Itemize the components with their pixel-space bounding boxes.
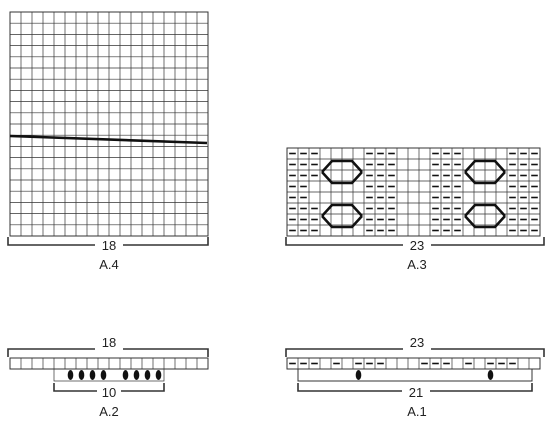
cable-zigzag-top	[321, 159, 363, 173]
cable-zigzag-top	[321, 203, 363, 217]
cable-zigzag-bottom	[321, 215, 363, 229]
cable-zigzag-bottom	[321, 171, 363, 185]
a1-top-bracket	[285, 348, 545, 357]
a2-stitch-count-bottom: 10	[97, 386, 121, 400]
diagram-a2-grid	[9, 357, 209, 382]
bobble-symbol	[133, 370, 140, 380]
bobble-symbol	[122, 370, 129, 380]
bobble-symbol	[144, 370, 151, 380]
diagram-a4-grid	[9, 11, 209, 237]
cable-zigzag-top	[464, 203, 506, 217]
diagram-a3-grid	[286, 147, 541, 237]
cable-zigzag-top	[464, 159, 506, 173]
a1-row-2	[297, 368, 533, 382]
a4-title: A.4	[90, 258, 128, 272]
a3-title: A.3	[398, 258, 436, 272]
a3-stitch-count: 23	[403, 239, 431, 253]
a2-bobble-row	[53, 368, 165, 382]
bobble-symbol	[487, 370, 494, 380]
a1-title: A.1	[398, 405, 436, 419]
a1-stitch-count-top: 23	[403, 336, 431, 350]
bobble-symbol	[355, 370, 362, 380]
a2-stitch-count-top: 18	[95, 336, 123, 350]
cable-zigzag-bottom	[464, 215, 506, 229]
a4-slanted-line	[9, 134, 208, 145]
a2-top-bracket	[7, 348, 209, 357]
bobble-symbol	[155, 370, 162, 380]
a2-title: A.2	[90, 405, 128, 419]
diagram-a1-grid	[286, 357, 541, 382]
cable-zigzag-bottom	[464, 171, 506, 185]
bobble-symbol	[67, 370, 74, 380]
bobble-symbol	[78, 370, 85, 380]
a4-stitch-count: 18	[95, 239, 123, 253]
bobble-symbol	[100, 370, 107, 380]
a1-stitch-count-bottom: 21	[402, 386, 430, 400]
bobble-symbol	[89, 370, 96, 380]
